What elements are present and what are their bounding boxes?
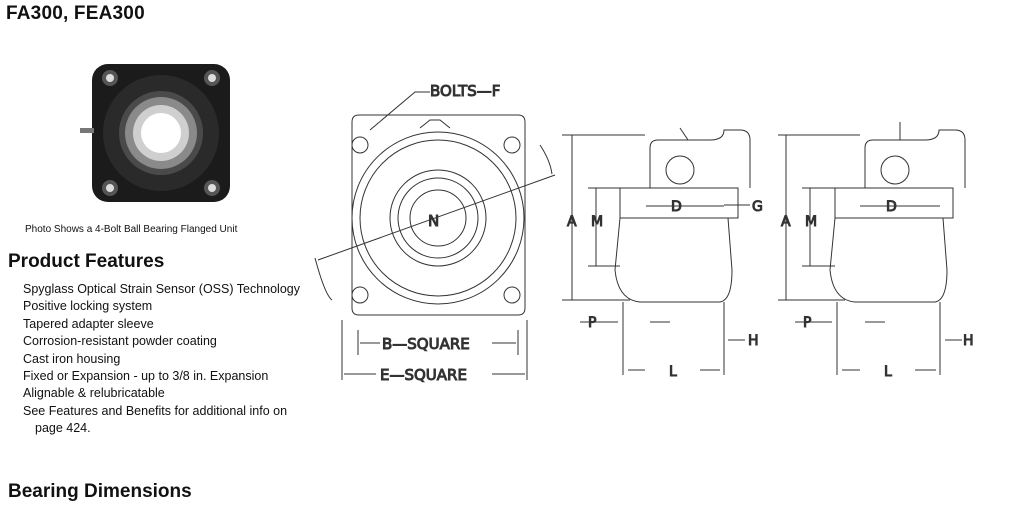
product-features-heading: Product Features xyxy=(8,251,165,272)
bolts-label: BOLTS—F xyxy=(430,82,500,100)
bolt-hole xyxy=(503,286,521,304)
b-square-label: B—SQUARE xyxy=(382,335,470,353)
list-item: See Features and Benefits for additional… xyxy=(23,403,300,438)
bolt-hole xyxy=(503,136,521,154)
p-dimension: P xyxy=(803,315,811,331)
center-label: N xyxy=(428,212,439,230)
bolt-hole xyxy=(351,136,369,154)
side-view-1 xyxy=(562,127,751,375)
photo-caption: Photo Shows a 4-Bolt Ball Bearing Flange… xyxy=(25,224,238,235)
p-dimension: P xyxy=(588,315,596,331)
h-dimension: H xyxy=(963,333,974,349)
bearing-dimensions-heading: Bearing Dimensions xyxy=(8,481,192,502)
list-item: Spyglass Optical Strain Sensor (OSS) Tec… xyxy=(23,282,300,296)
side-view-2 xyxy=(778,122,966,375)
list-item: Fixed or Expansion - up to 3/8 in. Expan… xyxy=(23,369,269,384)
g-dimension: G xyxy=(752,199,763,215)
m-dimension: M xyxy=(805,214,817,230)
list-item: Tapered adapter sleeve xyxy=(23,316,154,331)
h-dimension: H xyxy=(748,333,759,349)
e-square-label: E—SQUARE xyxy=(380,366,467,384)
page-title: FA300, FEA300 xyxy=(6,3,145,24)
list-item: Alignable & relubricatable xyxy=(23,386,165,401)
m-dimension: M xyxy=(591,214,603,230)
bolt-hole xyxy=(351,286,369,304)
list-item: Cast iron housing xyxy=(23,351,121,366)
list-item: Corrosion-resistant powder coating xyxy=(23,334,217,349)
l-dimension: L xyxy=(669,364,677,380)
list-item-continuation: page 424. xyxy=(35,421,91,436)
list-item: Positive locking system xyxy=(23,299,153,314)
d-dimension: D xyxy=(886,199,897,215)
front-view xyxy=(314,91,556,380)
dimension-drawing: BOLTS—F N B—SQUARE E—SQUARE A M D G P H … xyxy=(314,82,974,385)
l-dimension: L xyxy=(884,364,892,380)
product-features-list: Spyglass Optical Strain Sensor (OSS) Tec… xyxy=(23,281,300,438)
bearing-unit-photo xyxy=(80,56,240,214)
d-dimension: D xyxy=(671,199,682,215)
a-dimension: A xyxy=(567,214,577,230)
a-dimension: A xyxy=(781,214,791,230)
list-item-text: See Features and Benefits for additional… xyxy=(23,403,288,418)
